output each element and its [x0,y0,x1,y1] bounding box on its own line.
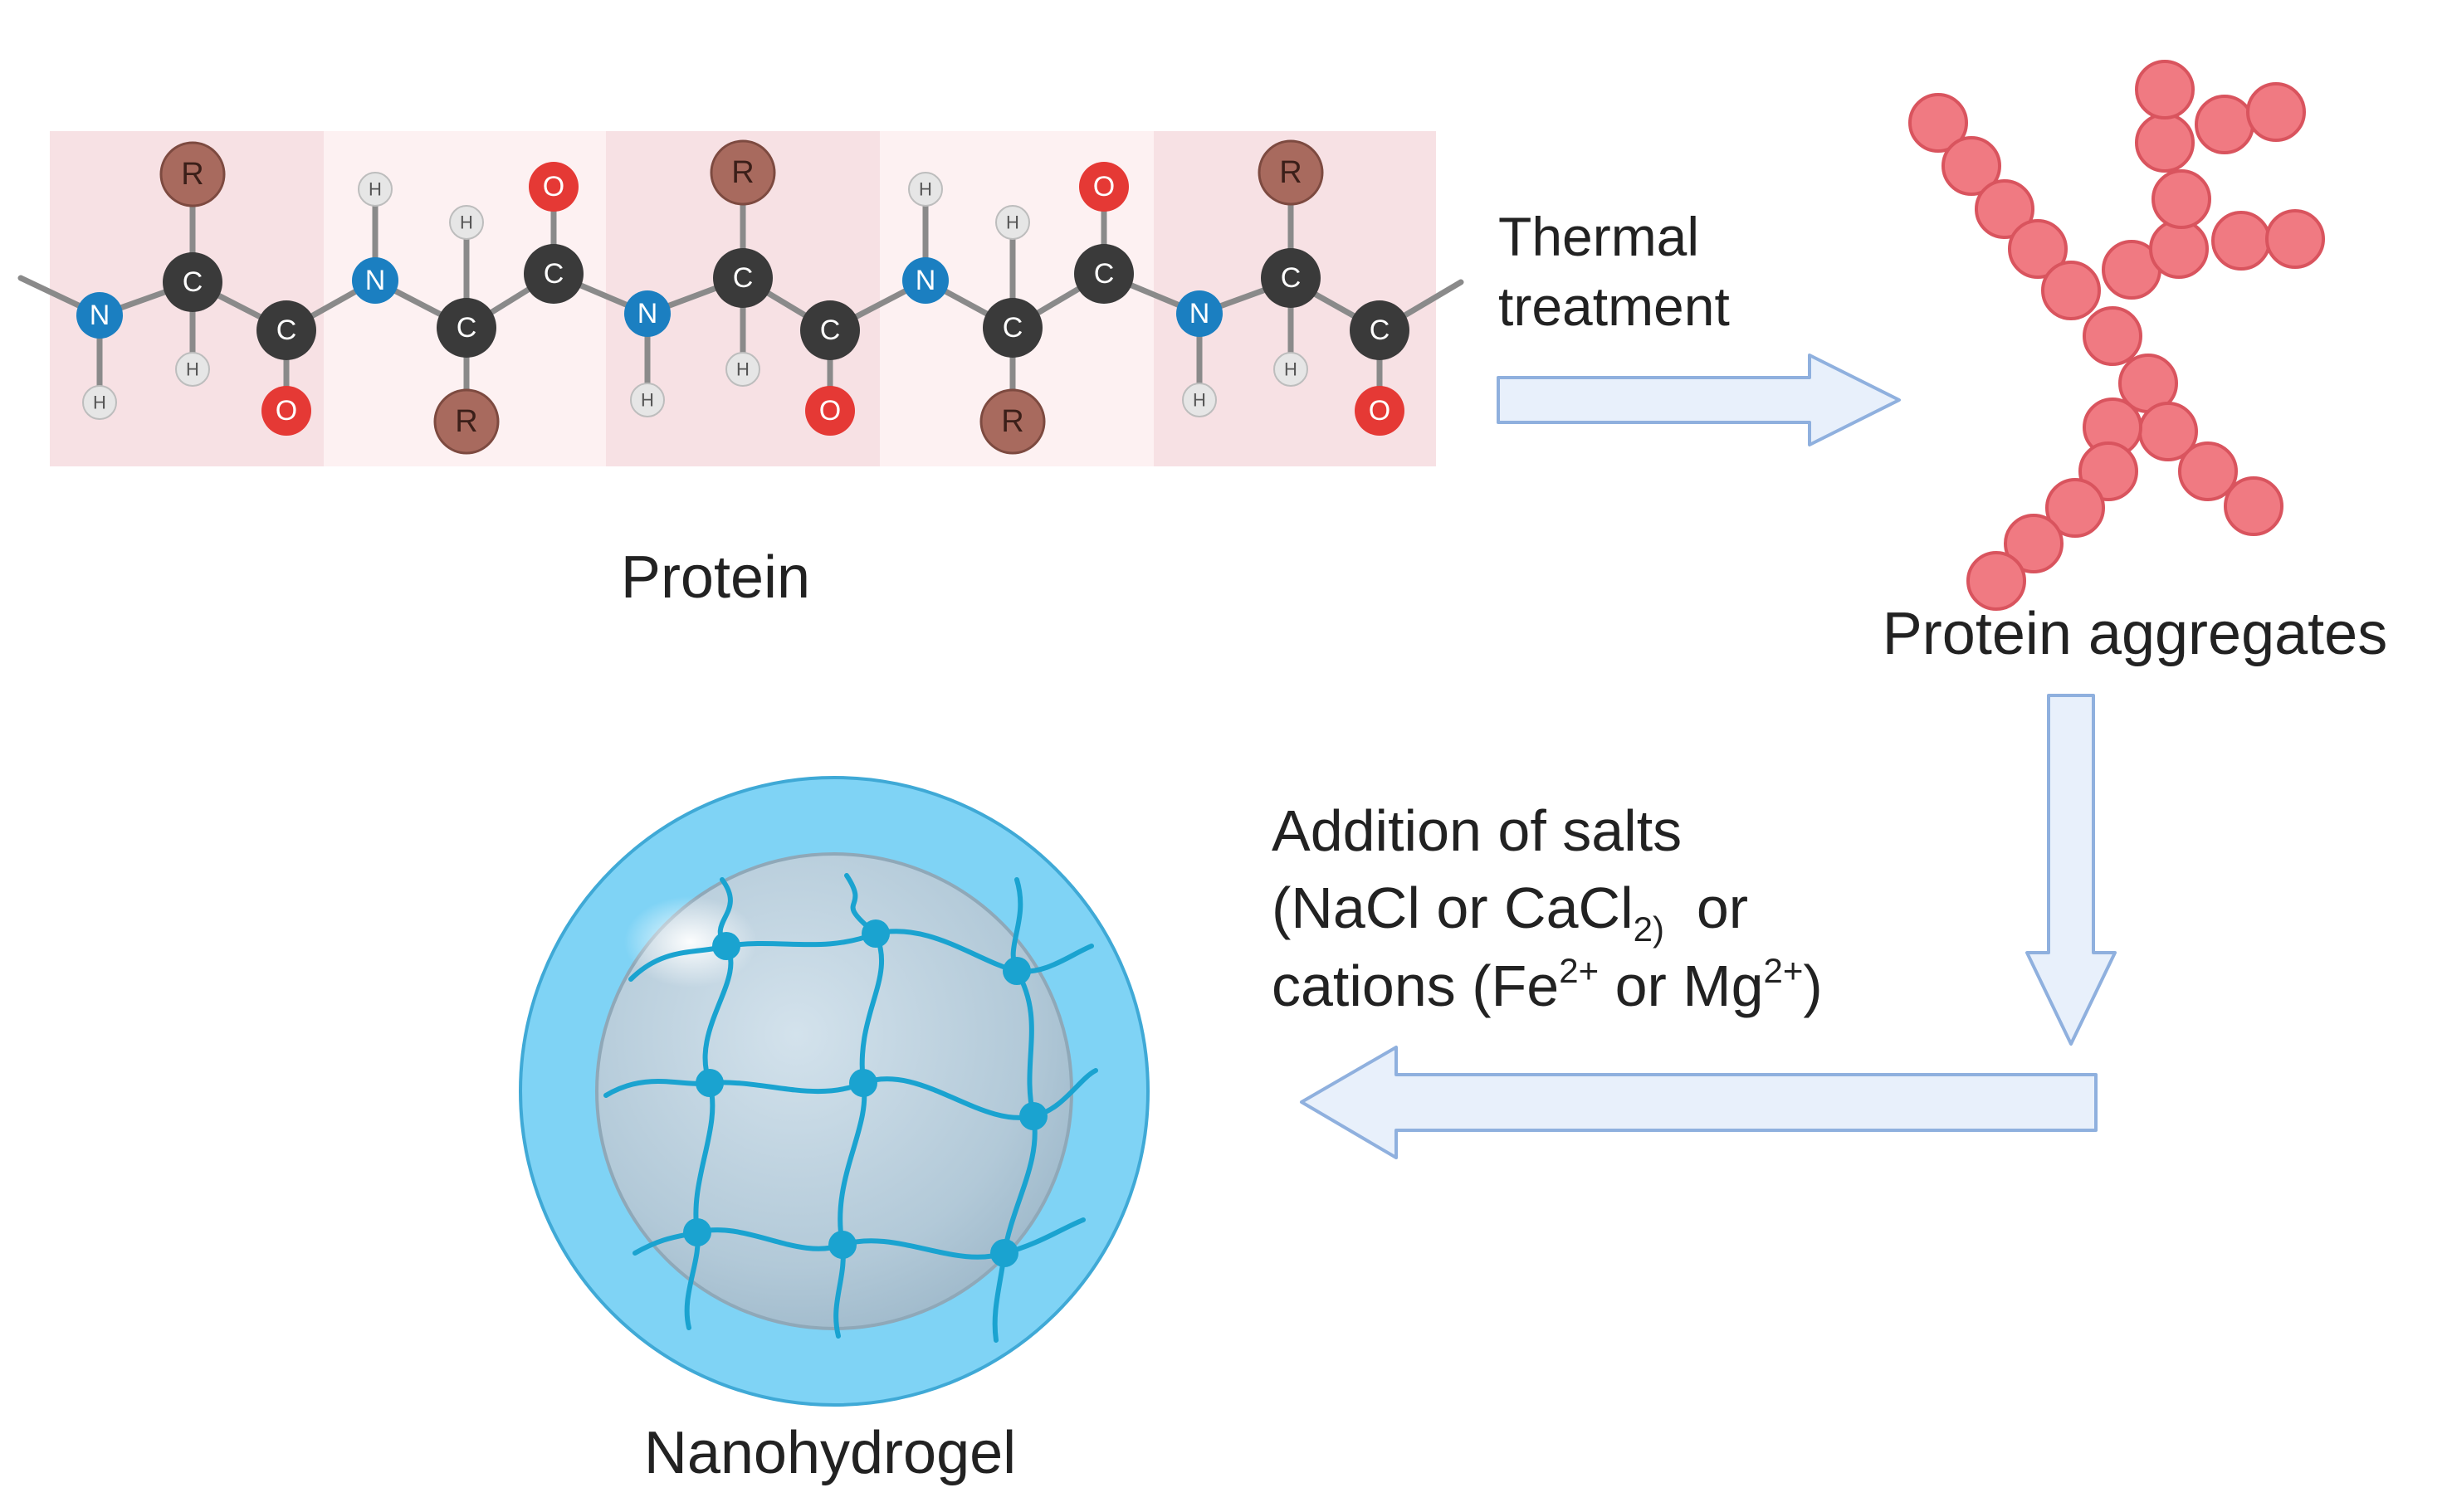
atom-H: H [725,352,760,387]
atom-H: H [358,172,393,207]
atom-O: O [261,386,311,436]
svg-text:N: N [637,298,658,329]
protein-label: Protein [621,544,810,611]
svg-text:H: H [460,212,473,233]
atom-H: H [995,205,1030,240]
atom-H: H [82,385,117,420]
salts-label-line3: cations (Fe2+ or Mg2+) [1272,951,1823,1018]
thermal-label-line1: Thermal [1498,206,1699,267]
svg-text:O: O [819,395,841,427]
atom-N: N [624,290,671,337]
svg-text:H: H [919,179,932,200]
salts-line3-close: ) [1803,954,1822,1018]
thermal-arrow [1497,354,1901,446]
salts-label-line2: (NaCl or CaCl2) or [1272,875,1748,949]
salts-line3-text: cations (Fe [1272,954,1559,1018]
atom-R: R [433,388,500,455]
atom-N: N [76,292,123,339]
svg-text:C: C [733,262,754,294]
protein-aggregate [1908,60,2325,611]
svg-text:R: R [731,155,754,190]
svg-text:R: R [1001,404,1023,439]
atom-C: C [983,298,1043,358]
down-arrow [2025,694,2117,1046]
atom-O: O [1355,386,1404,436]
svg-text:C: C [1370,315,1390,346]
atom-C: C [1350,300,1409,360]
svg-text:C: C [457,312,477,344]
salts-line2-or: or [1664,875,1748,940]
salts-label-line1: Addition of salts [1272,798,1682,863]
atom-H: H [908,172,943,207]
atom-N: N [902,257,949,304]
atom-C: C [524,244,584,304]
aggregates-label: Protein aggregates [1883,601,2387,667]
thermal-label-line2: treatment [1498,276,1730,337]
atom-O: O [529,162,579,212]
atom-C: C [713,248,773,308]
atom-H: H [449,205,484,240]
atom-R: R [979,388,1046,455]
svg-text:N: N [916,265,936,296]
left-arrow [1300,1046,2098,1159]
atom-C: C [1261,248,1321,308]
atom-C: C [163,252,222,312]
svg-text:R: R [455,404,477,439]
svg-text:C: C [544,258,564,290]
svg-text:O: O [1093,171,1115,202]
svg-text:H: H [1193,390,1206,411]
atom-H: H [630,383,665,417]
salts-line3-superscript-fe: 2+ [1559,951,1599,990]
svg-text:C: C [1281,262,1302,294]
atom-N: N [352,257,398,304]
atom-N: N [1176,290,1223,337]
protein-chain: N H C R H C O N H C H R C O N H C R H C … [17,131,1464,466]
svg-text:H: H [641,390,654,411]
atom-C: C [437,298,496,358]
svg-text:H: H [1284,359,1297,380]
svg-text:R: R [1279,155,1302,190]
salts-line2-text: (NaCl or CaCl [1272,875,1634,940]
svg-text:H: H [1006,212,1019,233]
svg-text:C: C [820,315,841,346]
svg-text:N: N [1189,298,1210,329]
svg-text:N: N [365,265,386,296]
svg-text:C: C [1003,312,1023,344]
svg-text:R: R [181,157,203,192]
atom-C: C [256,300,316,360]
salts-line2-subscript: 2) [1634,910,1664,949]
svg-text:H: H [186,359,199,380]
salts-line3-superscript-mg: 2+ [1764,951,1804,990]
atom-R: R [159,141,226,207]
atom-C: C [1074,244,1134,304]
svg-text:O: O [543,171,564,202]
atom-C: C [800,300,860,360]
svg-text:H: H [736,359,750,380]
svg-text:C: C [183,266,203,298]
svg-text:C: C [276,315,297,346]
svg-text:H: H [369,179,382,200]
atom-R: R [710,139,776,206]
svg-text:C: C [1094,258,1115,290]
atom-O: O [1079,162,1129,212]
svg-text:O: O [276,395,297,427]
nanohydrogel-particle [519,776,1150,1407]
svg-text:N: N [90,300,110,331]
svg-text:H: H [93,393,106,413]
salts-line3-or-mg: or Mg [1599,954,1763,1018]
svg-text:O: O [1369,395,1390,427]
crosslink-nodes [683,919,1048,1267]
atom-R: R [1258,139,1324,206]
nanohydrogel-label: Nanohydrogel [644,1420,1016,1486]
atom-H: H [1182,383,1217,417]
atom-O: O [805,386,855,436]
atom-H: H [1273,352,1308,387]
atom-H: H [175,352,210,387]
